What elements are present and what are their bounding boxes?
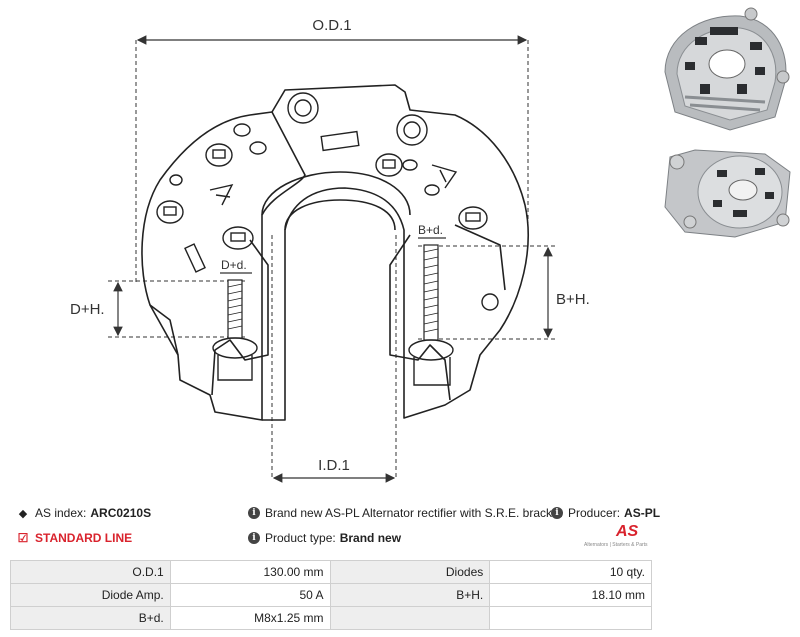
bh-dimension-label: B+H.	[556, 291, 590, 308]
as-index-value: ARC0210S	[90, 506, 152, 520]
bd-dimension-label: B+d.	[418, 223, 443, 237]
spec-label: O.D.1	[10, 560, 171, 584]
product-type-info: i Product type: Brand new	[248, 531, 401, 545]
description-text: Brand new AS-PL Alternator rectifier wit…	[265, 506, 563, 520]
spec-value: 130.00 mm	[169, 560, 331, 584]
product-photo-top	[664, 7, 790, 131]
logo-mark: AS	[616, 523, 639, 540]
spec-value: 18.10 mm	[489, 583, 652, 607]
as-pl-logo: AS Alternators | Starters & Parts	[582, 523, 652, 551]
specifications-table: O.D.1 130.00 mm Diodes 10 qty. Diode Amp…	[10, 560, 652, 630]
table-row: Diode Amp. 50 A B+H. 18.10 mm	[10, 583, 652, 607]
spec-label: B+d.	[10, 606, 171, 630]
logo-tagline: Alternators | Starters & Parts	[584, 542, 648, 548]
spec-label: B+H.	[329, 583, 491, 607]
info-icon: i	[248, 507, 260, 519]
standard-line-text: STANDARD LINE	[35, 531, 133, 545]
id-dimension-label: I.D.1	[318, 457, 350, 474]
rectifier-technical-drawing: O.D.1 I.D.1 D+H. B+H. D+d. B+d.	[70, 17, 590, 483]
spec-value: 10 qty.	[489, 560, 652, 584]
spec-value: 50 A	[169, 583, 331, 607]
product-photo-bottom	[664, 149, 791, 238]
dd-dimension-label: D+d.	[221, 258, 247, 272]
tag-icon: ◆	[18, 507, 28, 520]
producer-value: AS-PL	[624, 506, 661, 520]
od-dimension-label: O.D.1	[312, 17, 351, 34]
standard-line-info: ☑ STANDARD LINE	[16, 531, 133, 545]
as-index-info: ◆ AS index: ARC0210S	[16, 506, 151, 520]
as-index-label: AS index:	[35, 506, 87, 520]
producer-label: Producer:	[568, 506, 621, 520]
dh-dimension-label: D+H.	[70, 301, 105, 318]
info-icon: i	[551, 507, 563, 519]
spec-label: Diodes	[329, 560, 491, 584]
spec-value: M8x1.25 mm	[169, 606, 331, 630]
spec-label	[329, 606, 491, 630]
spec-label: Diode Amp.	[10, 583, 171, 607]
description-info: i Brand new AS-PL Alternator rectifier w…	[248, 506, 562, 520]
producer-info: i Producer: AS-PL	[551, 506, 660, 520]
checkbox-checked-icon: ☑	[17, 531, 29, 545]
product-type-value: Brand new	[339, 531, 402, 545]
product-type-label: Product type:	[265, 531, 336, 545]
info-icon: i	[248, 532, 260, 544]
spec-value	[489, 606, 652, 630]
table-row: B+d. M8x1.25 mm	[10, 606, 652, 630]
table-row: O.D.1 130.00 mm Diodes 10 qty.	[10, 560, 652, 584]
